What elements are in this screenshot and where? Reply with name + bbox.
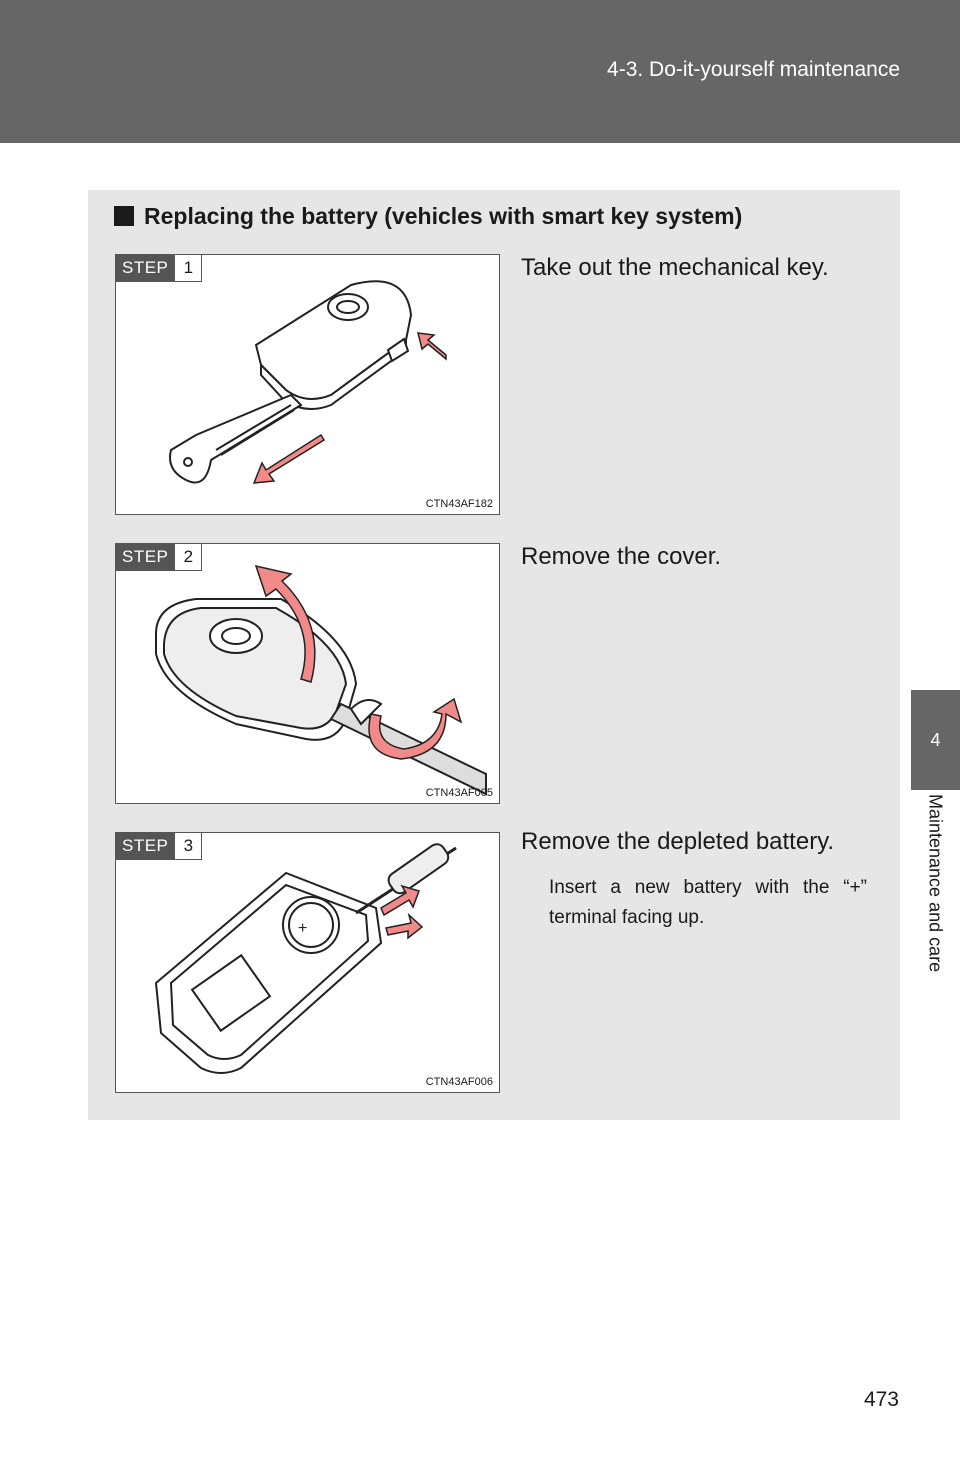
chapter-tab-number: 4	[911, 690, 960, 790]
figure-code: CTN43AF182	[425, 498, 493, 510]
step-3-instruction: Remove the depleted battery.	[521, 828, 835, 855]
step-3-figure: + STEP 3 CTN43AF006	[115, 832, 500, 1093]
section-title: 4-3. Do-it-yourself maintenance	[607, 58, 900, 81]
figure-code: CTN43AF006	[425, 1076, 493, 1088]
battery-plus-mark: +	[298, 920, 307, 937]
step-2-figure: STEP 2 CTN43AF005	[115, 543, 500, 804]
cover-removal-illustration-icon	[155, 564, 487, 796]
chapter-tab-label: Maintenance and care	[911, 790, 960, 1060]
battery-removal-illustration-icon: +	[154, 843, 457, 1074]
panel-title-text: Replacing the battery (vehicles with sma…	[144, 203, 743, 229]
chapter-label-text: Maintenance and care	[925, 794, 946, 973]
panel-title: Replacing the battery (vehicles with sma…	[114, 203, 742, 230]
page-number: 473	[863, 1388, 899, 1411]
key-removal-illustration-icon	[169, 280, 447, 484]
step-3-badge: STEP 3	[116, 833, 203, 860]
step-1-badge: STEP 1	[116, 255, 203, 282]
square-bullet-icon	[114, 206, 134, 226]
page-header: 4-3. Do-it-yourself maintenance	[0, 0, 960, 143]
step-3-note: Insert a new battery with the “+” termin…	[549, 877, 867, 928]
step-2-badge: STEP 2	[116, 544, 203, 571]
step-1-instruction: Take out the mechanical key.	[521, 254, 829, 281]
step-2-instruction: Remove the cover.	[521, 543, 722, 570]
step-1-figure: STEP 1 CTN43AF182	[115, 254, 500, 515]
figure-code: CTN43AF005	[425, 787, 493, 799]
